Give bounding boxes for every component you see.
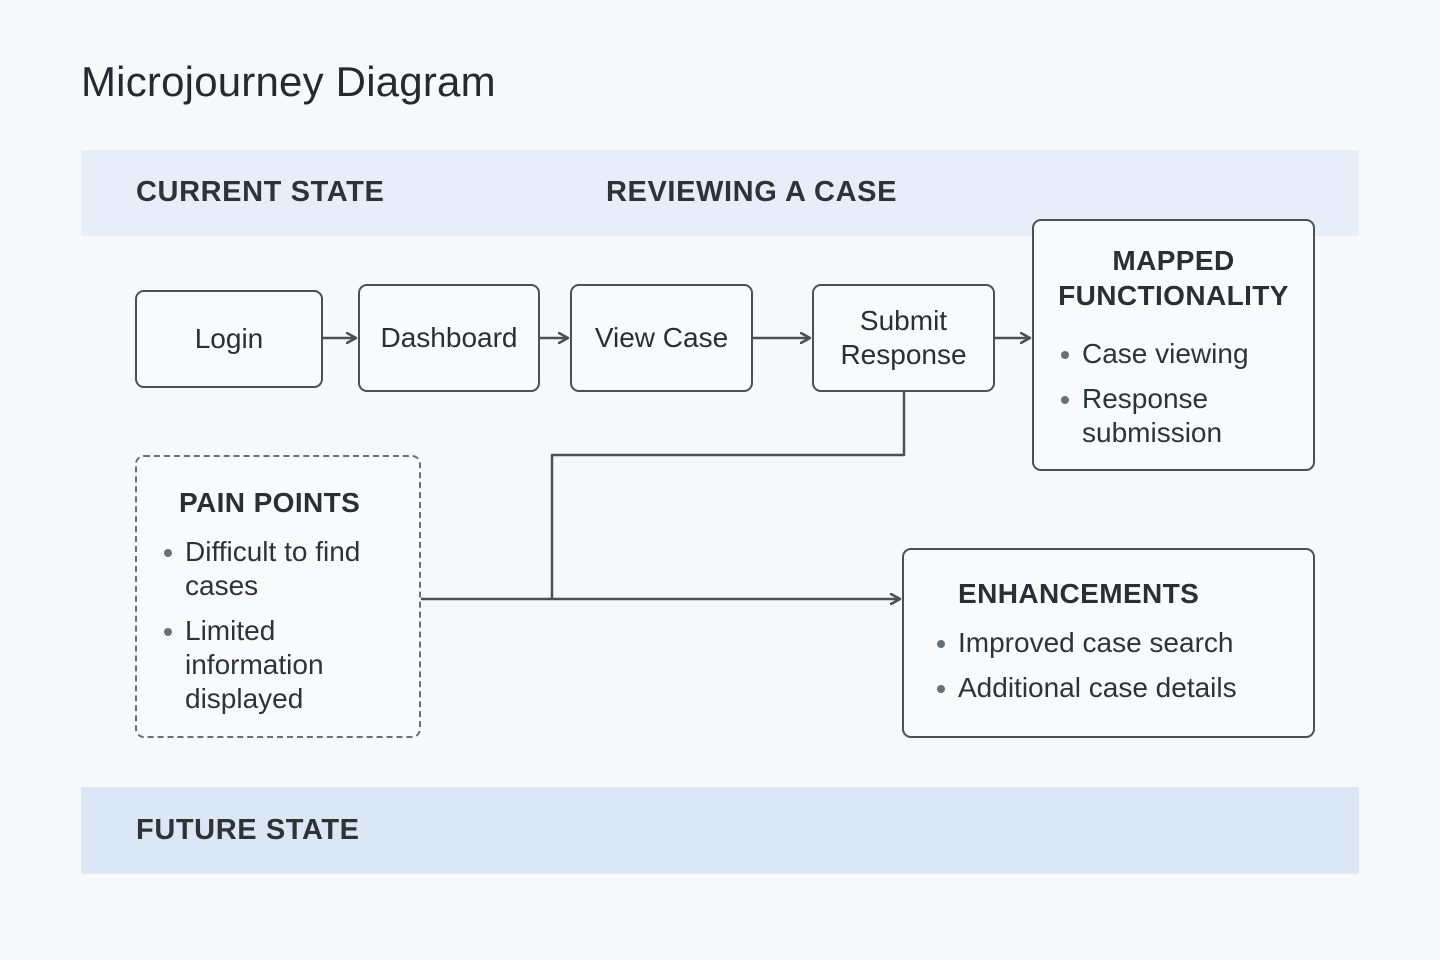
mapped-functionality-heading: MAPPED FUNCTIONALITY: [1058, 245, 1289, 311]
connector-submit-to-enhancements: [550, 392, 906, 599]
step-dashboard-label: Dashboard: [380, 322, 518, 353]
mapped-functionality-panel: MAPPED FUNCTIONALITY Case viewing Respon…: [1032, 219, 1315, 471]
enhancements-heading: ENHANCEMENTS: [958, 578, 1200, 609]
current-state-label: CURRENT STATE: [136, 176, 385, 208]
mapped-functionality-list: Case viewing Response submission: [1061, 337, 1307, 461]
list-item: Case viewing: [1061, 337, 1307, 371]
list-item: Improved case search: [937, 626, 1303, 660]
list-item: Additional case details: [937, 671, 1303, 705]
list-item: Difficult to find cases: [164, 535, 410, 603]
step-view-case: View Case: [570, 284, 753, 392]
bullet-icon: [1061, 351, 1069, 359]
step-submit-response-label: Submit Response: [840, 305, 967, 370]
bullet-icon: [937, 685, 945, 693]
bullet-icon: [1061, 396, 1069, 404]
list-item: Response submission: [1061, 382, 1307, 450]
bullet-icon: [937, 640, 945, 648]
list-item: Limited information displayed: [164, 614, 410, 716]
bullet-icon: [164, 628, 172, 636]
step-submit-response: Submit Response: [812, 284, 995, 392]
step-login-label: Login: [194, 323, 264, 354]
enhancements-panel: ENHANCEMENTS Improved case search Additi…: [902, 548, 1315, 738]
step-login: Login: [135, 290, 323, 388]
pain-points-list: Difficult to find cases Limited informat…: [164, 535, 410, 727]
page-title: Microjourney Diagram: [81, 58, 496, 105]
journey-title-label: REVIEWING A CASE: [606, 176, 898, 208]
future-state-band: [81, 787, 1359, 874]
future-state-label: FUTURE STATE: [136, 814, 360, 846]
pain-points-heading: PAIN POINTS: [179, 487, 361, 518]
enhancements-list: Improved case search Additional case det…: [937, 626, 1303, 716]
bullet-icon: [164, 549, 172, 557]
pain-points-panel: PAIN POINTS Difficult to find cases Limi…: [135, 455, 421, 738]
step-view-case-label: View Case: [594, 322, 729, 353]
step-dashboard: Dashboard: [358, 284, 540, 392]
